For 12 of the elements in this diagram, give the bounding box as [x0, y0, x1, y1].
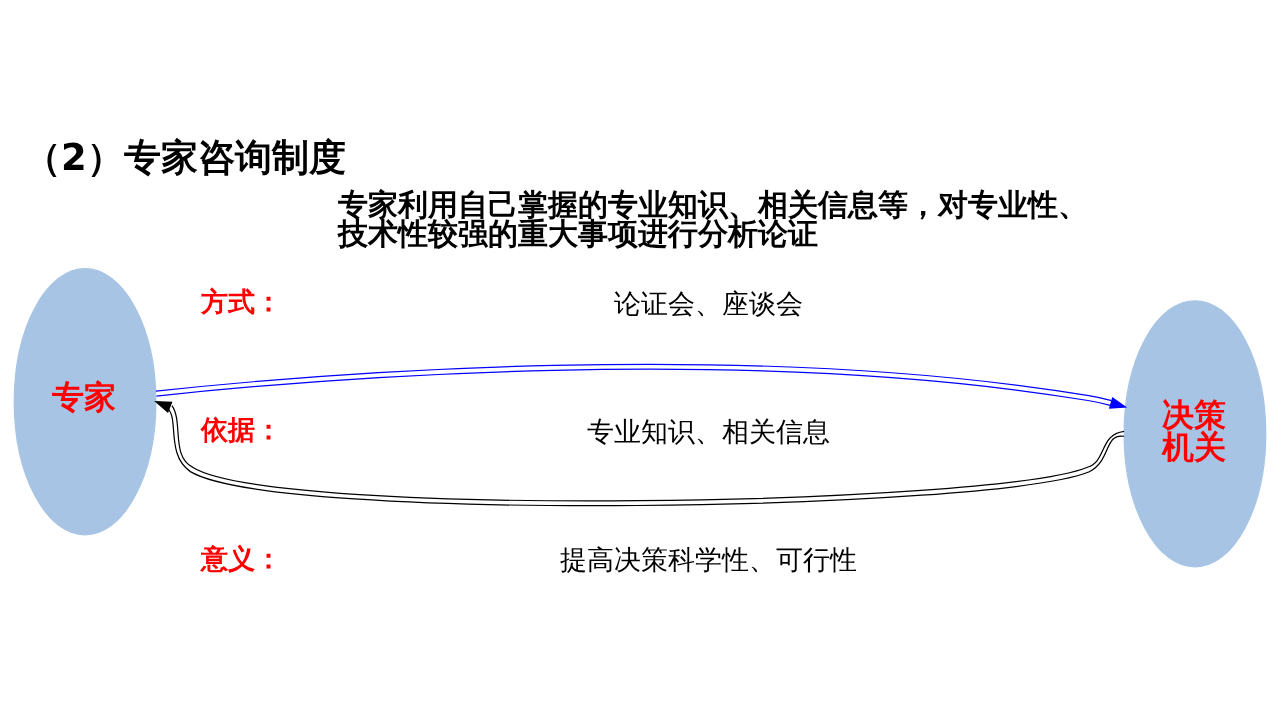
- diagram-title: （2）专家咨询制度: [24, 135, 346, 179]
- label: 依据：: [201, 413, 283, 445]
- label: 专业知识、相关信息: [586, 415, 830, 447]
- label: 专家利用自己掌握的专业知识、相关信息等，对专业性、技术性较强的重大事项进行分析论证: [338, 187, 1089, 251]
- label: 论证会、座谈会: [613, 287, 803, 319]
- label: 提高决策科学性、可行性: [559, 543, 857, 575]
- label: 方式：: [201, 285, 283, 317]
- arrow: [155, 363, 1128, 409]
- node-ellipse: 决策机关: [1123, 299, 1267, 567]
- arrow: [154, 400, 1125, 506]
- label: 意义：: [201, 542, 283, 574]
- node-ellipse: 专家: [13, 267, 157, 535]
